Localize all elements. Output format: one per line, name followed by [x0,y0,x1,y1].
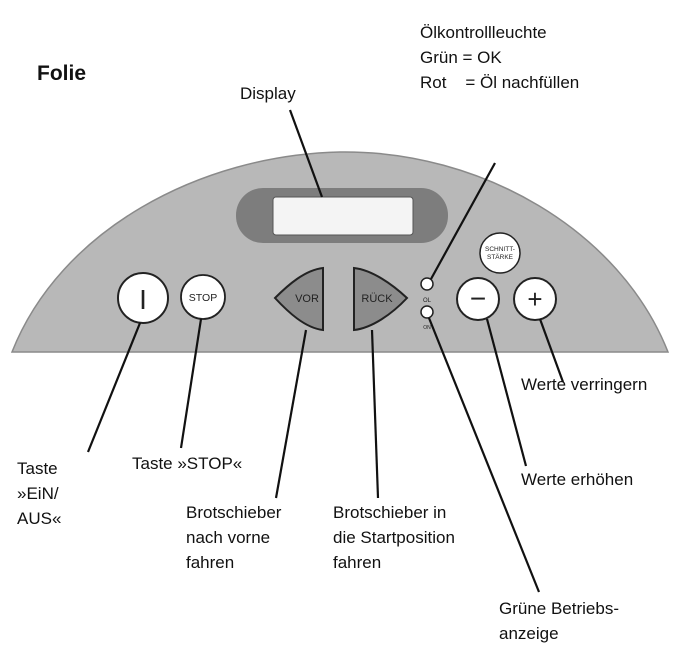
display-screen [272,196,414,236]
label-power-3: AUS« [17,509,62,528]
leader-display [288,109,324,198]
forward-button[interactable] [273,266,324,332]
oil-indicator-led [420,277,434,291]
label-power-1: Taste [17,459,58,478]
leader-oil-indicator [430,162,496,280]
label-stop: Taste »STOP« [132,454,243,473]
leader-power [86,322,142,453]
label-forward-3: fahren [186,553,235,572]
label-oil-indicator-1: Ölkontrollleuchte [420,23,547,42]
label-back-1: Brotschieber in [333,503,447,522]
control-panel [10,151,670,353]
label-increase: Werte erhöhen [521,470,634,489]
leader-back [370,329,380,499]
label-oil-indicator-2: Grün = OK [420,48,502,67]
label-green-indicator-1: Grüne Betriebs- [499,599,619,618]
minus-button[interactable] [456,277,500,321]
label-display: Display [240,84,296,103]
slice-thickness-label-1: SCHNITT- [485,246,515,253]
stop-button[interactable] [180,274,226,320]
leader-decrease [538,318,565,383]
back-button[interactable] [353,266,409,332]
slice-thickness-button[interactable] [479,232,521,274]
slice-thickness-label-2: STÄRKE [487,253,514,261]
label-back-3: fahren [333,553,382,572]
leader-forward [274,329,308,499]
power-button[interactable] [117,272,169,324]
power-symbol: I [139,284,147,315]
leader-increase [485,318,528,467]
power-indicator-led [420,305,434,319]
label-back-2: die Startposition [333,528,455,547]
power-led-label: ON [423,325,431,331]
diagram-title: Folie [37,62,87,85]
leader-stop [179,318,203,449]
plus-button[interactable] [513,277,557,321]
label-forward-1: Brotschieber [186,503,282,522]
stop-button-label: STOP [189,292,217,304]
label-oil-indicator-3: Rot = Öl nachfüllen [420,73,580,92]
label-decrease: Werte verringern [521,375,648,394]
minus-symbol: − [470,283,486,314]
label-power-2: »EiN/ [17,484,59,503]
oil-led-label: OL [423,298,432,304]
label-forward-2: nach vorne [186,528,271,547]
forward-button-label: VOR [295,293,319,305]
back-button-label: RÜCK [361,293,393,305]
label-green-indicator-2: anzeige [499,624,559,643]
leader-green-indicator [427,317,541,593]
plus-symbol: + [527,284,542,314]
